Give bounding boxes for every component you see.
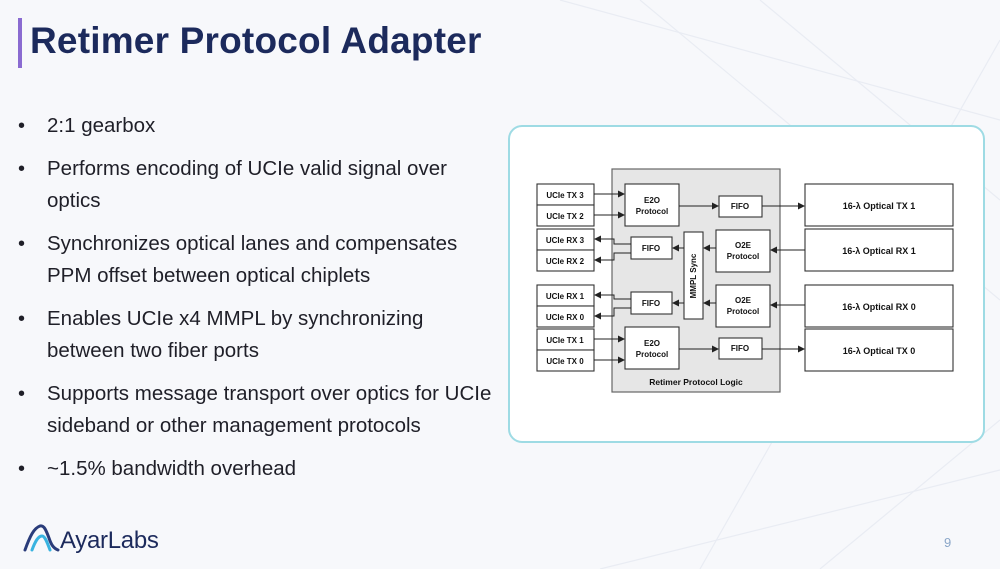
bullet-text: Supports message transport over optics f… xyxy=(47,382,492,437)
optical-rx0-box xyxy=(804,284,954,328)
optical-rx1-label: 16-λ Optical RX 1 xyxy=(842,246,916,256)
bullet-text: ~1.5% bandwidth overhead xyxy=(47,457,297,480)
fifo-tx-bottom-label: FIFO xyxy=(731,344,749,353)
bullet-list: • 2:1 gearbox • Performs encoding of UCIe … xyxy=(14,110,504,496)
company-logo-text: AyarLabs xyxy=(60,527,159,555)
ucie-tx2-label: UCIe TX 2 xyxy=(546,212,584,221)
optical-tx1-box xyxy=(804,183,954,227)
e2o-protocol-top xyxy=(624,183,680,227)
ucie-rx3-label: UCIe RX 3 xyxy=(546,236,585,245)
optical-tx0-label: 16-λ Optical TX 0 xyxy=(843,346,916,356)
bullet-item: • Synchronizes optical lanes and compensa… xyxy=(14,228,504,292)
fifo-rx-bottom-label: FIFO xyxy=(642,299,660,308)
bullet-item: • 2:1 gearbox xyxy=(14,110,504,142)
connector-arrows xyxy=(594,190,805,364)
mmpl-sync-block xyxy=(683,231,704,320)
optical-tx0-box xyxy=(804,328,954,372)
bullet-item: • Supports message transport over optics … xyxy=(14,378,504,442)
mmpl-sync-label: MMPL Sync xyxy=(689,253,698,298)
e2o-top-label-2: Protocol xyxy=(636,207,668,216)
protocol-logic-label: Retimer Protocol Logic xyxy=(649,377,743,387)
o2e-bottom-label-1: O2E xyxy=(735,296,752,305)
o2e-protocol-bottom xyxy=(715,284,771,328)
bullet-text: Synchronizes optical lanes and compensat… xyxy=(47,232,458,287)
ucie-tx1-label: UCIe TX 1 xyxy=(546,336,584,345)
e2o-protocol-bottom xyxy=(624,326,680,370)
bullet-item: • Performs encoding of UCIe valid signal … xyxy=(14,153,504,217)
bullet-glyph: • xyxy=(18,233,26,255)
e2o-bottom-label-2: Protocol xyxy=(636,350,668,359)
ucie-tx3-label: UCIe TX 3 xyxy=(546,191,584,200)
o2e-top-label-2: Protocol xyxy=(727,252,759,261)
bullet-glyph: • xyxy=(18,383,26,405)
optical-tx1-label: 16-λ Optical TX 1 xyxy=(843,201,916,211)
ayarlabs-logo-icon xyxy=(23,524,60,552)
bullet-text: Enables UCIe x4 MMPL by synchronizing be… xyxy=(47,307,424,362)
e2o-bottom-label-1: E2O xyxy=(644,339,660,348)
logo-text-labs: Labs xyxy=(107,527,159,554)
bullet-glyph: • xyxy=(18,308,26,330)
bullet-text: 2:1 gearbox xyxy=(47,114,156,137)
o2e-bottom-label-2: Protocol xyxy=(727,307,759,316)
slide-title: Retimer Protocol Adapter xyxy=(30,20,482,61)
bullet-glyph: • xyxy=(18,158,26,180)
bullet-item: • Enables UCIe x4 MMPL by synchronizing b… xyxy=(14,303,504,367)
o2e-top-label-1: O2E xyxy=(735,241,752,250)
ucie-tx0-label: UCIe TX 0 xyxy=(546,357,584,366)
page-number: 9 xyxy=(944,535,952,550)
fifo-tx-top-label: FIFO xyxy=(731,202,749,211)
o2e-protocol-top xyxy=(715,229,771,273)
logo-text-ayar: Ayar xyxy=(60,527,108,554)
optical-rx1-box xyxy=(804,228,954,272)
bullet-item: • ~1.5% bandwidth overhead xyxy=(14,453,504,485)
optical-rx0-label: 16-λ Optical RX 0 xyxy=(842,302,916,312)
bullet-text: Performs encoding of UCIe valid signal o… xyxy=(47,157,447,212)
ucie-rx2-label: UCIe RX 2 xyxy=(546,257,585,266)
bullet-glyph: • xyxy=(18,458,26,480)
ucie-group-bottom xyxy=(536,284,595,372)
title-accent-bar xyxy=(18,18,22,68)
ucie-rx0-label: UCIe RX 0 xyxy=(546,313,585,322)
ucie-rx1-label: UCIe RX 1 xyxy=(546,292,585,301)
fifo-rx-top-label: FIFO xyxy=(642,244,660,253)
bullet-glyph: • xyxy=(18,115,26,137)
e2o-top-label-1: E2O xyxy=(644,196,660,205)
